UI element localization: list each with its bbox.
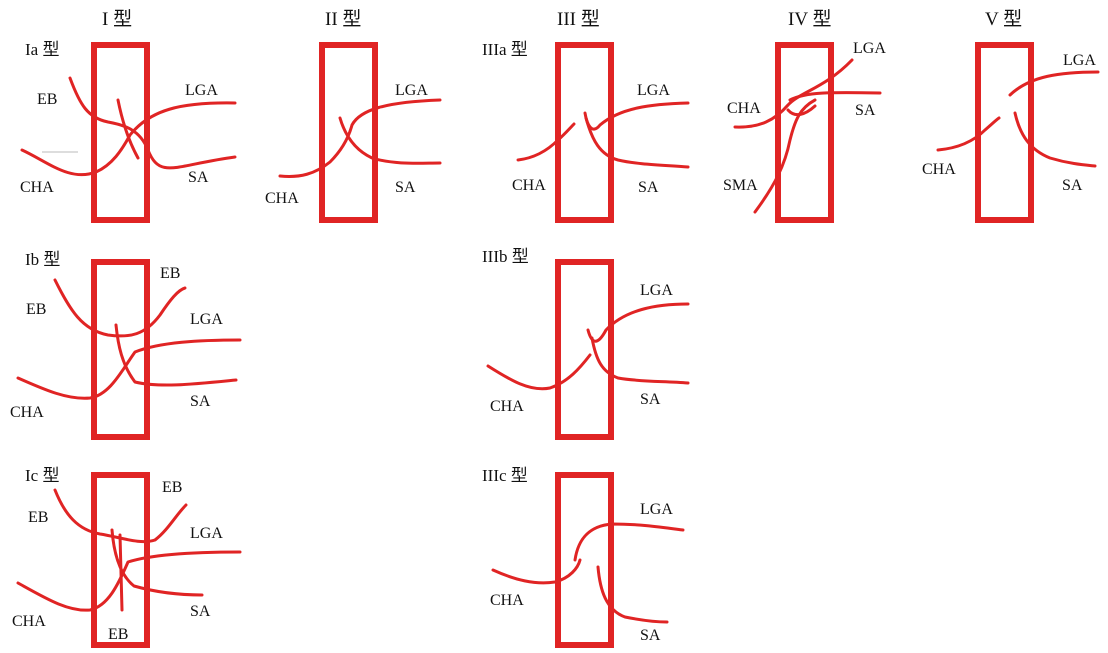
label-eb-ib: EB: [26, 301, 46, 318]
label-cha-ib: CHA: [10, 404, 44, 421]
vessel-cha-iiib: [486, 353, 592, 391]
type-v-title: V 型: [985, 8, 1022, 30]
celiac-box-v: [975, 42, 1034, 223]
label-sa-iv: SA: [855, 102, 876, 119]
label-lga-ii: LGA: [395, 82, 428, 99]
celiac-box-iiic: [555, 472, 614, 648]
label-lga-ic: LGA: [190, 525, 223, 542]
subtype-ia-label: Ia 型: [25, 40, 59, 59]
label-sa-iiia: SA: [638, 179, 659, 196]
vessel-lga-iv: [733, 58, 854, 129]
vessel-sa-ib: [114, 323, 238, 387]
label-lga-ia: LGA: [185, 82, 218, 99]
type-iii-title: III 型: [557, 8, 600, 30]
label-sa-iiic: SA: [640, 627, 661, 644]
vessel-sa-ic: [110, 528, 204, 597]
vessel-cha-iiic: [491, 558, 582, 585]
panel-iv: LGA CHA SA SMA: [723, 40, 886, 223]
panel-ii: LGA CHA SA: [265, 42, 442, 223]
label-cha-ia: CHA: [20, 179, 54, 196]
celiac-box-ii: [319, 42, 378, 223]
vessel-eb-ib: [53, 278, 187, 338]
panel-ia: Ia 型 EB LGA CHA SA: [20, 40, 237, 223]
label-cha-ic: CHA: [12, 613, 46, 630]
vessel-sa-iv: [788, 91, 882, 102]
celiac-box-ic: [91, 472, 150, 648]
type-iv-title: IV 型: [788, 8, 831, 30]
label-sa-v: SA: [1062, 177, 1083, 194]
vessel-eb-ic: [53, 488, 188, 544]
vessel-cha-iiia: [516, 122, 576, 162]
celiac-box-iv: [775, 42, 834, 223]
vessel-sma-iv: [753, 98, 817, 214]
vessel-lga-ia: [20, 101, 237, 177]
vessel-trunk-ia: [116, 98, 140, 160]
label-lga-v: LGA: [1063, 52, 1096, 69]
vessel-lga-ii: [278, 98, 442, 178]
vessel-sa-iiib: [590, 336, 690, 385]
vessel-lga-iiib: [586, 302, 690, 343]
panel-ic: Ic 型 EB EB LGA CHA SA EB: [12, 466, 242, 648]
panel-ib: Ib 型 EB EB LGA CHA SA: [10, 250, 242, 440]
celiac-box-iiia: [555, 42, 614, 223]
vessel-lga-iiic: [573, 522, 685, 562]
label-eb-top-ib: EB: [160, 265, 180, 282]
vessel-lga-ib: [16, 338, 242, 400]
vessel-lga-v: [1008, 70, 1100, 97]
label-lga-iiia: LGA: [637, 82, 670, 99]
label-lga-iiib: LGA: [640, 282, 673, 299]
vessel-loop-iv: [786, 104, 817, 117]
label-lga-iv: LGA: [853, 40, 886, 57]
panel-iiia: IIIa 型 LGA CHA SA: [482, 40, 690, 223]
subtype-iiib-label: IIIb 型: [482, 247, 529, 266]
celiac-box-ia: [91, 42, 150, 223]
label-eb-top-ic: EB: [162, 479, 182, 496]
type-ii-title: II 型: [325, 8, 361, 30]
label-lga-ib: LGA: [190, 311, 223, 328]
vessel-eb-ia: [68, 76, 237, 170]
label-sa-ib: SA: [190, 393, 211, 410]
vessel-sa-iiia: [584, 116, 690, 169]
label-cha-v: CHA: [922, 161, 956, 178]
vessel-cha-v: [936, 116, 1001, 152]
label-cha-ii: CHA: [265, 190, 299, 207]
subtype-iiia-label: IIIa 型: [482, 40, 528, 59]
vessel-sa-ii: [338, 116, 442, 165]
label-sa-ia: SA: [188, 169, 209, 186]
label-eb-bottom-ic: EB: [108, 626, 128, 643]
vessel-lga-ic: [16, 550, 242, 612]
label-sa-iiib: SA: [640, 391, 661, 408]
label-sma-iv: SMA: [723, 177, 758, 194]
vessel-sa-iiic: [596, 565, 669, 624]
label-lga-iiic: LGA: [640, 501, 673, 518]
subtype-ic-label: Ic 型: [25, 466, 59, 485]
panel-iiib: IIIb 型 LGA CHA SA: [482, 247, 690, 440]
type-i-title: I 型: [102, 8, 132, 30]
label-sa-ic: SA: [190, 603, 211, 620]
label-eb-ia: EB: [37, 91, 57, 108]
label-cha-iv: CHA: [727, 100, 761, 117]
panel-iiic: IIIc 型 LGA CHA SA: [482, 466, 685, 648]
subtype-iiic-label: IIIc 型: [482, 466, 528, 485]
label-cha-iiic: CHA: [490, 592, 524, 609]
vessel-sa-v: [1013, 111, 1097, 168]
vessel-eb-branch-ic: [118, 533, 124, 612]
label-eb-ic: EB: [28, 509, 48, 526]
vessel-lga-iiia: [583, 101, 690, 131]
label-cha-iiib: CHA: [490, 398, 524, 415]
label-cha-iiia: CHA: [512, 177, 546, 194]
subtype-ib-label: Ib 型: [25, 250, 60, 269]
panel-v: LGA CHA SA: [922, 42, 1100, 223]
label-sa-ii: SA: [395, 179, 416, 196]
celiac-box-iiib: [555, 259, 614, 440]
